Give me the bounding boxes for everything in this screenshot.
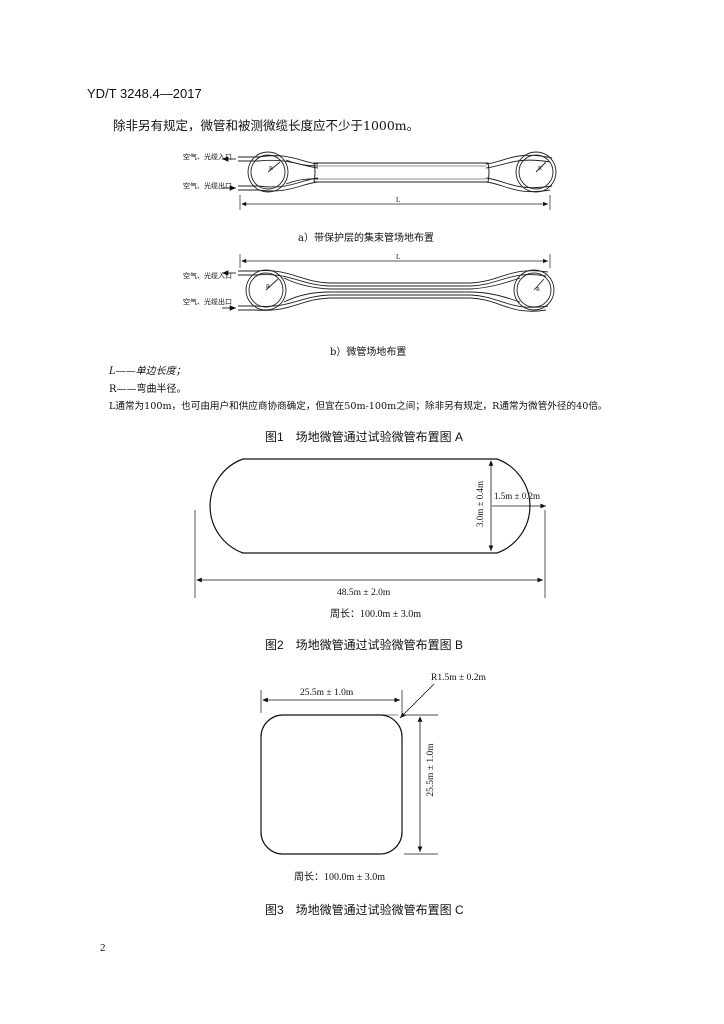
page-number: 2 bbox=[100, 942, 106, 954]
figure-3-title: 图3 场地微管通过试验微管布置图 C bbox=[265, 903, 464, 917]
figure-3-width-label: 25.5m ± 1.0m bbox=[300, 688, 354, 698]
figure-2-title: 图2 场地微管通过试验微管布置图 B bbox=[265, 638, 464, 652]
diagram-b-length-label: L bbox=[396, 253, 401, 261]
intro-text: 除非另有规定，微管和被测微缆长度应不少于1000m。 bbox=[113, 118, 420, 133]
diagram-b-radius-label-right: R bbox=[536, 287, 541, 293]
figure-2-length-label: 48.5m ± 2.0m bbox=[337, 588, 391, 598]
diagram-b-radius-label-left: R bbox=[266, 284, 271, 290]
document-code: YD/T 3248.4—2017 bbox=[87, 86, 202, 101]
diagram-a-caption: a）带保护层的集束管场地布置 bbox=[298, 233, 434, 244]
figure-2-radius-label: 1.5m ± 0.2m bbox=[494, 491, 540, 501]
legend-l-definition: L——单边长度； bbox=[109, 366, 186, 377]
diagram-b-inlet-label: 空气、光缆入口 bbox=[183, 272, 232, 280]
diagram-b-microduct-layout bbox=[222, 254, 555, 312]
legend-note: L通常为100m，也可由用户和供应商协商确定，但宜在50m-100m之间；除非另… bbox=[109, 401, 608, 412]
diagram-a-radius-label-left: R bbox=[269, 166, 274, 172]
diagram-a-inlet-label: 空气、光缆入口 bbox=[183, 153, 232, 161]
figure-2-perimeter-label: 周长：100.0m ± 3.0m bbox=[330, 609, 422, 620]
diagram-b-caption: b）微管场地布置 bbox=[330, 347, 407, 358]
diagram-a-length-label: L bbox=[396, 196, 401, 204]
diagram-a-bundle-layout bbox=[222, 151, 557, 210]
diagram-b-outlet-label: 空气、光缆出口 bbox=[183, 298, 232, 306]
figure-1-title: 图1 场地微管通过试验微管布置图 A bbox=[265, 430, 464, 444]
figure-2-height-label: 3.0m ± 0.4m bbox=[475, 481, 485, 527]
legend-r-definition: R——弯曲半径。 bbox=[109, 384, 187, 395]
figure-3-height-label: 25.5m ± 1.0m bbox=[426, 743, 436, 797]
figure-2-stadium-layout bbox=[194, 458, 546, 598]
figure-3-radius-label: R1.5m ± 0.2m bbox=[431, 673, 486, 683]
figure-3-perimeter-label: 周长：100.0m ± 3.0m bbox=[294, 872, 386, 883]
diagram-a-outlet-label: 空气、光缆出口 bbox=[183, 182, 232, 190]
figure-3-square-layout bbox=[260, 683, 438, 855]
diagram-a-radius-label-right: R bbox=[538, 166, 543, 172]
